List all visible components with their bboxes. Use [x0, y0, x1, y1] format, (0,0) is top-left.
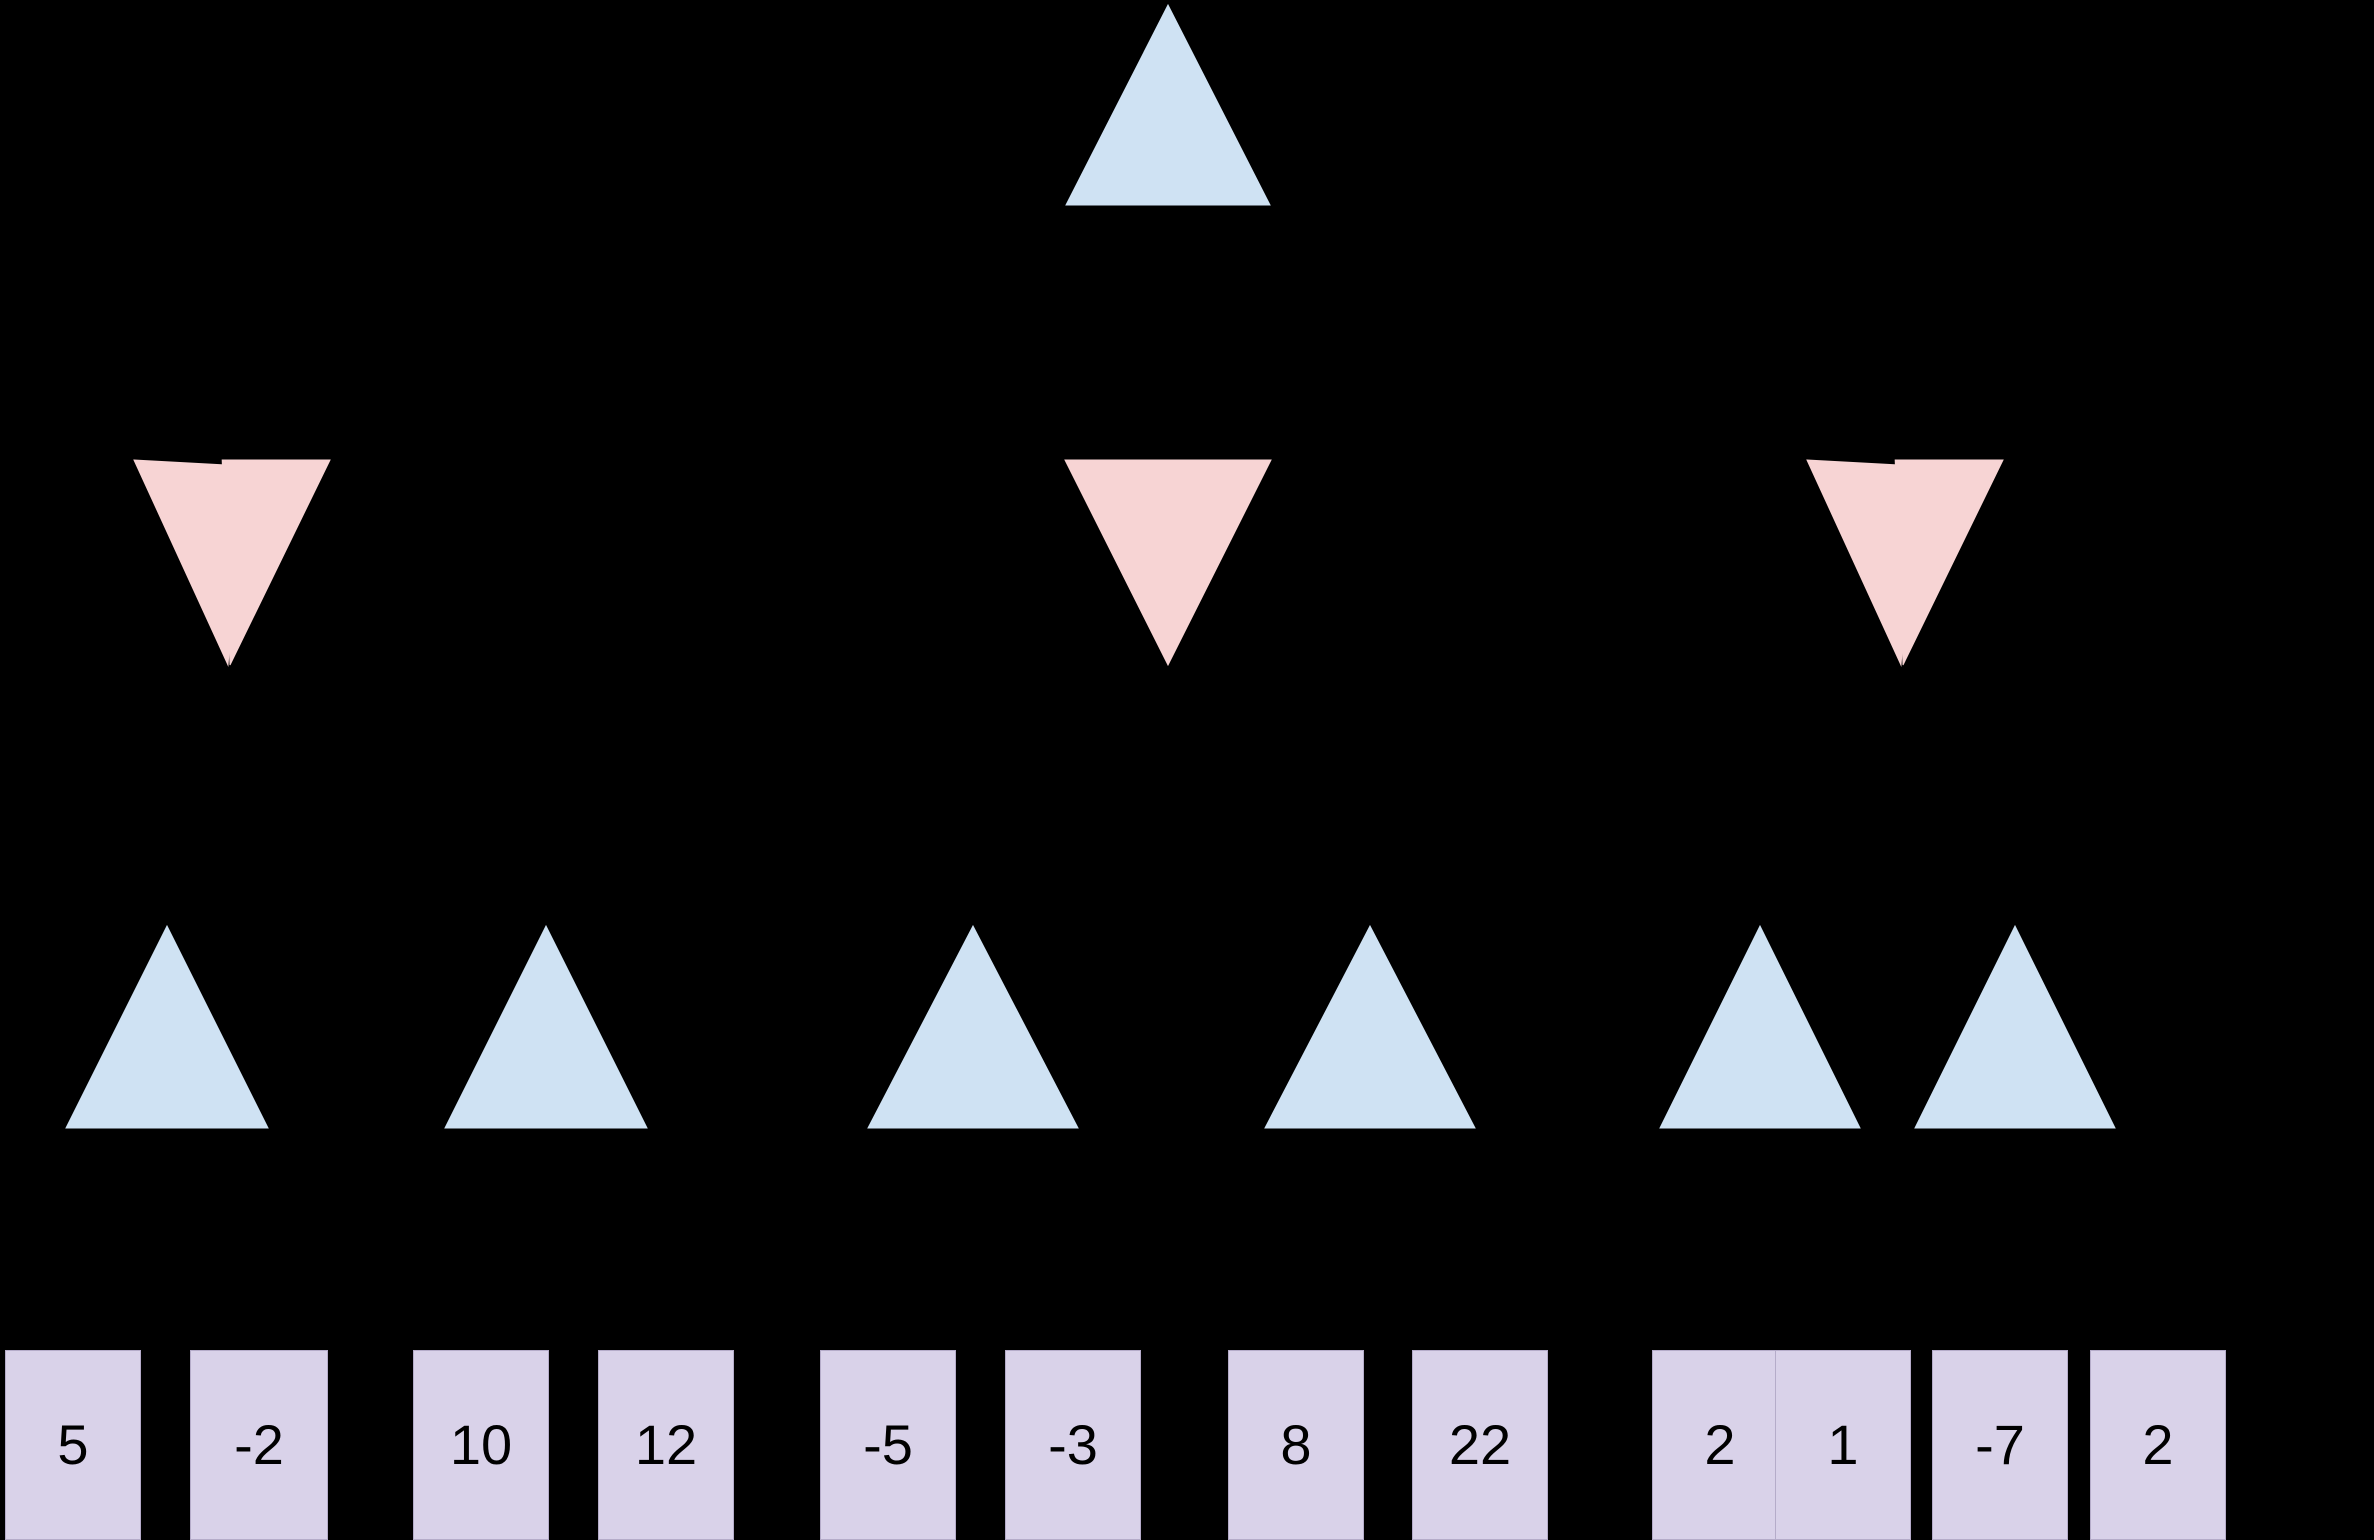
second-level-group — [133, 459, 2004, 667]
leaf-box[interactable]: -7 — [1932, 1350, 2068, 1540]
leaf-value-label: 8 — [1280, 1413, 1312, 1476]
leaf-value-label: 22 — [1448, 1413, 1512, 1476]
triangle-down-node-0-part-b — [221, 459, 331, 666]
leaf-box[interactable]: -5 — [820, 1350, 956, 1540]
leaf-value-label: -7 — [1975, 1413, 2025, 1476]
triangle-up-node-1 — [444, 924, 648, 1129]
leaf-box[interactable]: 12 — [598, 1350, 734, 1540]
triangle-up-node-0 — [65, 924, 269, 1129]
leaf-value-label: 2 — [1704, 1413, 1736, 1476]
leaf-box[interactable]: 1 — [1775, 1350, 1911, 1540]
triangle-up-node-0 — [1065, 3, 1271, 206]
leaf-box[interactable]: 2 — [2090, 1350, 2226, 1540]
triangle-down-node-2-part-b — [1894, 459, 2004, 666]
triangle-up-node-4 — [1659, 924, 1861, 1129]
leaf-value-label: 12 — [634, 1413, 698, 1476]
leaf-box[interactable]: 10 — [413, 1350, 549, 1540]
leaf-box[interactable]: 2 — [1652, 1350, 1788, 1540]
leaf-box[interactable]: 5 — [5, 1350, 141, 1540]
leaf-value-label: -2 — [234, 1413, 284, 1476]
leaf-value-label: -3 — [1048, 1413, 1098, 1476]
leaf-box[interactable]: 22 — [1412, 1350, 1548, 1540]
leaf-value-label: 1 — [1827, 1413, 1859, 1476]
third-level-group — [65, 924, 2116, 1129]
leaf-value-label: 2 — [2142, 1413, 2174, 1476]
leaf-box[interactable]: -3 — [1005, 1350, 1141, 1540]
triangle-down-node-1 — [1064, 459, 1272, 667]
leaf-value-label: 5 — [57, 1413, 89, 1476]
triangle-up-node-5 — [1914, 924, 2116, 1129]
leaf-value-label: -5 — [863, 1413, 913, 1476]
leaf-box[interactable]: 8 — [1228, 1350, 1364, 1540]
triangle-up-node-2 — [867, 924, 1079, 1129]
leaf-box[interactable]: -2 — [190, 1350, 328, 1540]
leaf-value-label: 10 — [449, 1413, 513, 1476]
root-level-group — [1065, 3, 1271, 206]
triangle-up-node-3 — [1264, 924, 1476, 1129]
